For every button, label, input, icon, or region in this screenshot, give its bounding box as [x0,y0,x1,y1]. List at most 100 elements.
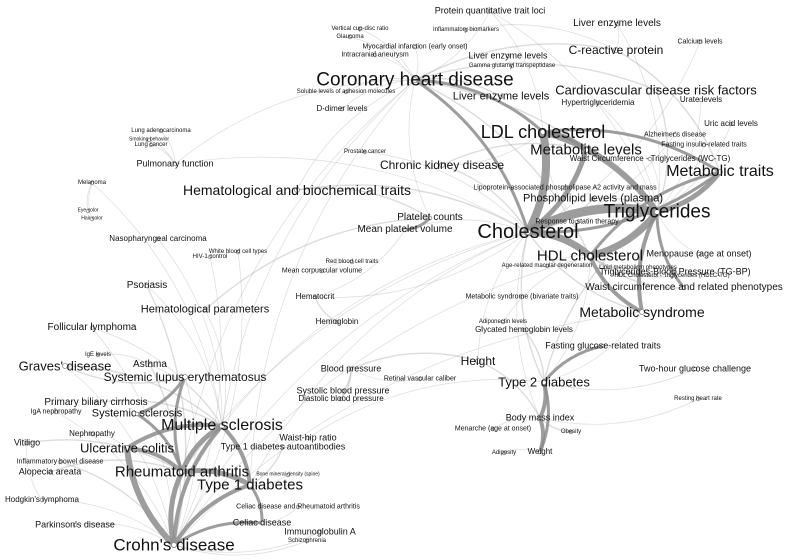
node-schizophrenia: Schizophrenia [287,538,327,544]
node-metabolic-levels: Metabolite levels [530,141,642,159]
node-dot-primary_biliary [93,400,99,406]
node-dot-lung_cancer [148,142,154,148]
edge-multiple_sclerosis-coronary [221,79,416,427]
edge-hema_params-platelet_counts [204,217,431,311]
edge-ibd-crohns [59,461,175,546]
node-dot-diastolic [338,396,344,402]
node-height: Height [460,354,496,368]
node-dot-wc_tg [647,156,653,162]
node-platelet-counts: Platelet counts [397,212,463,223]
node-dot-metabolic_traits [717,169,723,175]
edge-pqtl-ldl [489,10,544,133]
node-pqtl: Protein quantitative trait loci [434,5,546,16]
edge-hair_color-melanoma [88,182,93,220]
node-dot-sle [182,374,188,380]
edge-cholesterol-hematocrit [314,231,529,298]
edge-hodgkins-crohns [41,499,175,546]
node-dot-glycated [521,327,527,333]
node-dot-pulmonary [172,161,178,167]
node-sle: Systemic lupus erythematosus [103,370,267,384]
edge-metabolic_syndrome-type2 [543,311,643,383]
node-alopecia: Alopecia areata [18,466,82,477]
node-dot-adiponectin [500,319,506,325]
node-dot-obesity [568,429,574,435]
edge-sle-crohns [173,376,196,546]
node-obesity: Obesity [560,429,582,435]
node-type2: Type 2 diabetes [498,374,590,390]
edge-crohns-multiple_sclerosis [172,424,224,547]
node-lppla2: Lipoprotein-associated phospholipase A2 … [473,184,657,192]
node-dot-glaucoma [347,34,353,40]
node-waist-pheno: Waist circumference and related phenotyp… [585,282,783,293]
node-dot-retinal [417,376,423,382]
edge-coronary-hdl [414,79,591,257]
edge-follicular-multiple_sclerosis [91,327,223,427]
node-dot-statin [574,219,580,225]
edge-alzheimers-cholesterol [527,134,676,233]
edge-ldl-triglycerides [540,129,660,215]
node-dot-hiv [207,254,213,260]
node-dot-cvd_risk [653,87,659,93]
node-pulmonary: Pulmonary function [136,158,214,169]
edge-ige-asthma [97,353,151,366]
node-dot-systolic [340,388,346,394]
edge-retinal-blood_pressure [350,368,421,382]
edge-iga_nephropathy-crohns [55,411,175,546]
node-dot-follicular [89,325,95,331]
node-dot-nephropathy [89,431,95,437]
node-phospholipid: Phospholipid levels (plasma) [522,192,664,205]
node-melanoma: Melanoma [77,180,107,186]
node-dot-metabolic_syndrome [639,309,645,315]
node-asthma: Asthma [133,359,167,370]
edge-rheumatoid-multiple_sclerosis [179,423,225,475]
edge-metabolic_syndrome-cholesterol [527,231,643,313]
node-intracranial: Intracranial aneurysm [341,51,409,59]
node-dot-crp [613,47,619,53]
edge-psoriasis-crohns [146,285,187,546]
edge-type1-coronary [249,79,416,486]
edge-platelet_counts-coronary [408,79,431,219]
edge-nephropathy-ulcerative [91,433,128,449]
edge-body_mass-cholesterol [516,231,541,419]
node-adiponectin: Adiponectin levels [478,319,528,325]
edge-mpv-cholesterol [404,219,529,233]
edge-celiac_ra-celiac [261,506,299,524]
edge-lipid_pheno-hdl [589,255,639,269]
node-dot-celiac_ra [295,504,301,510]
node-vitiligo: Vitiligo [13,437,41,448]
node-dot-alopecia [47,469,53,475]
node-eye-color: Eye color [77,207,99,214]
node-dot-vertical_cd [357,26,363,32]
node-soluble-adhesion: Soluble levels of adhesion molecules [296,89,396,95]
node-dot-lppla2 [562,185,568,191]
node-dot-nasopharyngeal [155,236,161,242]
node-diastolic: Diastolic blood pressure [298,394,384,403]
node-metabolic-traits: Metabolic traits [666,163,774,180]
node-dot-weight [537,449,543,455]
node-hdl-tg: HDL Cholesterol - Triglycerides (HDLC-TG… [614,273,730,279]
node-coronary: Coronary heart disease [316,69,514,91]
node-dot-resting_hr [695,396,701,402]
edge-phospholipid-cholesterol [527,198,594,233]
node-dot-ckd [439,162,445,168]
edge-rheumatoid-coronary [181,79,416,473]
node-dot-graves [62,363,68,369]
node-dot-menopause [696,251,702,257]
node-bone-density: Bone mineral density (spine) [256,471,320,478]
node-dot-metsyn_bivariate [519,294,525,300]
node-ddimer: D-dimer levels [316,104,368,113]
edge-pqtl-triglycerides [489,10,658,213]
edge-hematological_biochem-cholesterol [296,184,529,233]
edge-hdl_tg-hdl [589,255,673,278]
node-nephropathy: Nephropathy [69,429,115,438]
node-dot-ggt [509,63,515,69]
edge-urate-triglycerides [656,99,702,213]
edge-blood_pressure-diastolic [340,368,352,400]
edge-psoriasis-multiple_sclerosis [146,285,223,427]
node-cvd-risk: Cardiovascular disease risk factors [555,82,757,98]
node-dot-prostate [362,149,368,155]
edge-asthma-crohns [149,364,182,546]
edge-bone_density-type1 [249,474,289,486]
node-dot-mcv [319,268,325,274]
node-dot-crohns [171,542,177,548]
